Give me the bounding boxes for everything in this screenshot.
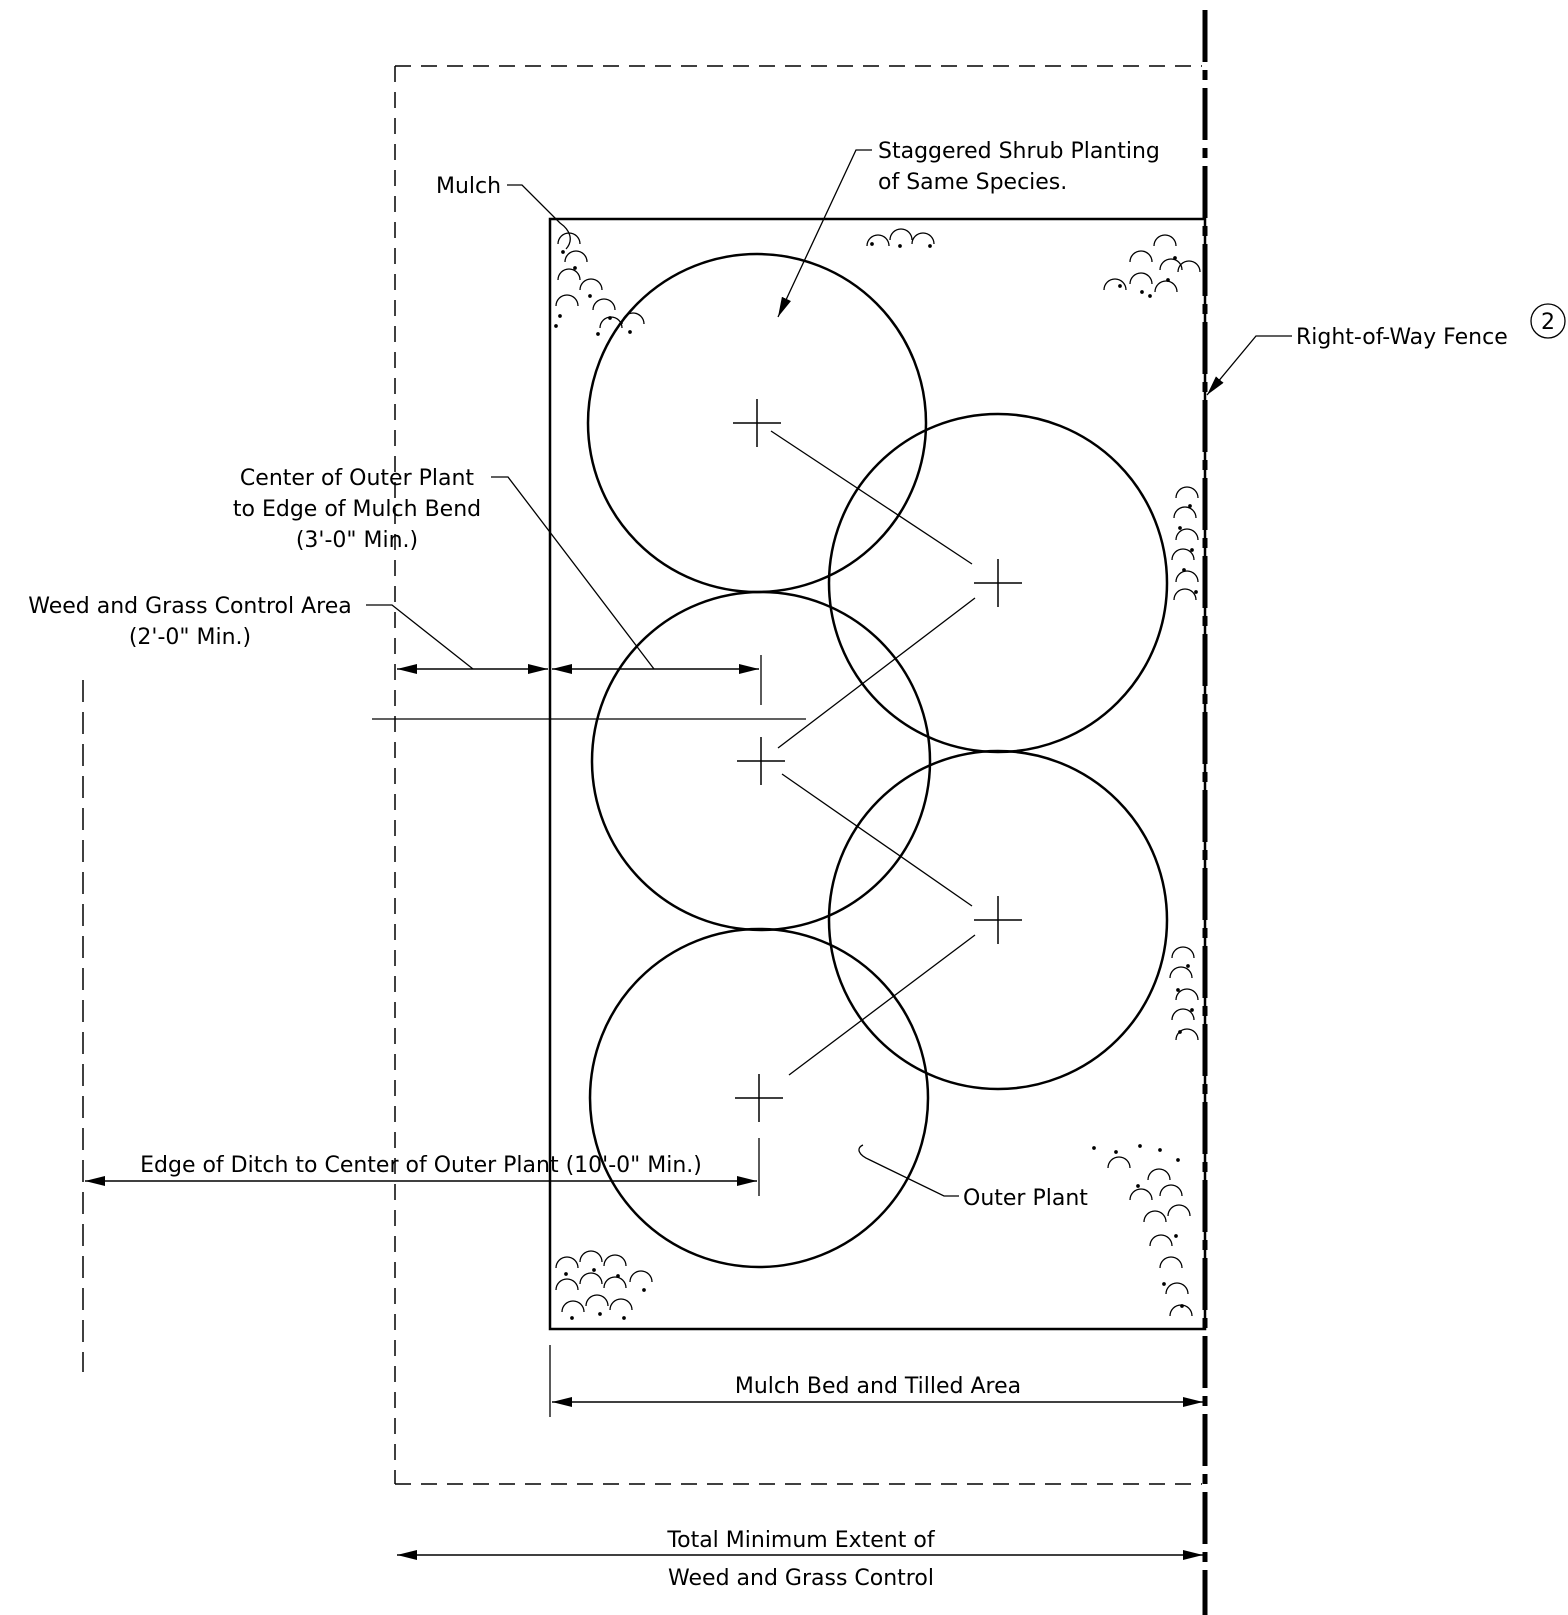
- center-cross-3: [737, 737, 785, 785]
- mulch-cluster-right-upper: [1171, 486, 1199, 601]
- mulch-cluster-top-right: [1103, 234, 1201, 298]
- mulch-cluster-right-lower: [1169, 946, 1199, 1041]
- outer-plant-label: Outer Plant: [963, 1186, 1088, 1211]
- center-cross-2: [974, 559, 1022, 607]
- fence-label: Right-of-Way Fence: [1296, 325, 1508, 350]
- fence-ref-number: 2: [1541, 310, 1555, 335]
- mulch-texture: [554, 228, 1201, 1320]
- ditch-label: Edge of Ditch to Center of Outer Plant (…: [140, 1153, 702, 1178]
- weed-control-boundary: [394, 65, 1202, 1485]
- mulch-leader: [507, 184, 571, 250]
- outer-plant-leader: [858, 1144, 959, 1197]
- center-outer-label-line1: Center of Outer Plant: [240, 466, 475, 491]
- shrub-circle-4: [827, 749, 1169, 1091]
- center-cross-4: [974, 896, 1022, 944]
- center-cross-1: [733, 399, 781, 447]
- mulch-cluster-bottom-right: [1092, 1144, 1193, 1317]
- weed-label-line2: (2'-0" Min.): [129, 625, 251, 650]
- shrub-circles: [586, 252, 1169, 1269]
- fence-ref-circle: [1530, 303, 1566, 339]
- mulch-cluster-bottom-left: [555, 1250, 653, 1320]
- weed-leader: [366, 604, 474, 670]
- staggered-label-line2: of Same Species.: [878, 170, 1067, 195]
- shrub-circle-5: [588, 927, 930, 1269]
- fence-leader: [1206, 335, 1292, 396]
- mulch-label: Mulch: [436, 174, 501, 199]
- staggered-label-line1: Staggered Shrub Planting: [878, 139, 1160, 164]
- extension-lines: [549, 655, 762, 1417]
- weed-label-line1: Weed and Grass Control Area: [28, 594, 352, 619]
- plant-centers: [733, 399, 1022, 1122]
- stagger-lines: [770, 430, 976, 1076]
- center-outer-label-line3: (3'-0" Min.): [296, 528, 418, 553]
- mulch-bed: [548, 217, 1207, 1331]
- center-cross-5: [735, 1074, 783, 1122]
- total-label-line1: Total Minimum Extent of: [666, 1528, 935, 1553]
- mulch-cluster-top-left: [554, 232, 645, 336]
- mulch-cluster-top-center: [866, 228, 935, 248]
- mulch-bed-label: Mulch Bed and Tilled Area: [735, 1374, 1021, 1399]
- leaders: [366, 149, 1292, 1197]
- staggered-leader: [777, 149, 872, 318]
- total-label-line2: Weed and Grass Control: [668, 1566, 934, 1591]
- center-outer-label-line2: to Edge of Mulch Bend: [233, 497, 481, 522]
- center-outer-leader: [491, 476, 655, 670]
